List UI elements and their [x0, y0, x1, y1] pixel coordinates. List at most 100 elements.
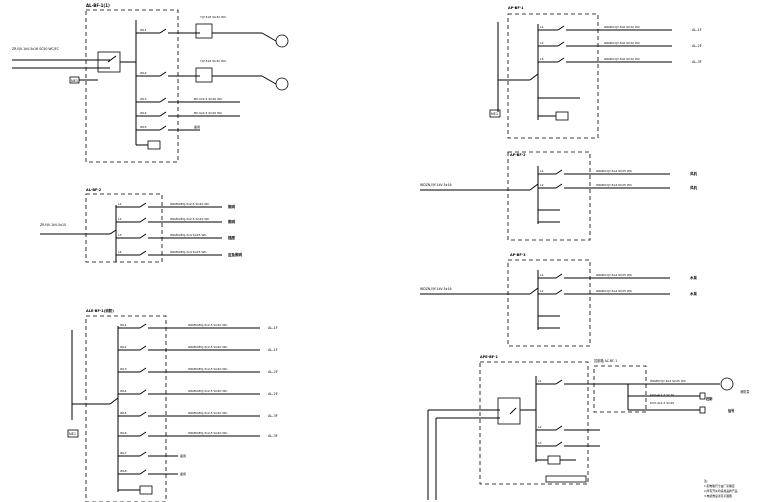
panel-a-circuit-label: 备用: [194, 124, 200, 129]
panel-c-circuit-label: WDZN-BYJ-3x2.5 SC20 WC: [188, 323, 227, 327]
panel-a-circuit-label: BV-3x2.5 SC20 WC: [194, 111, 222, 115]
panel-b-circuit: L3 WDZN-BYJ-3x4 SC25 WC 插座: [116, 233, 235, 240]
panel-a-circuit: WL2 YJV-5x6 SC32 WC: [136, 59, 226, 77]
panel-c-circuit: WL6 WDZN-BYJ-3x2.5 SC20 WC AL-3F: [118, 431, 278, 438]
panel-f-circuit: L1 WDZN-YJY-5x4 SC25 WC 水泵: [538, 273, 698, 280]
panel-d-circuit: L3 WDZN-YJY-5x6 SC32 WC AL-3F: [538, 57, 702, 64]
panel-g-load: 控制: [706, 396, 713, 401]
panel-c-circuit: WL2 WDZN-BYJ-3x2.5 SC20 WC AL-1F: [118, 345, 278, 352]
panel-e-supply: WDZN-YJY-1kV-5x16: [420, 183, 452, 187]
panel-c-circuit-label: WDZN-BYJ-3x2.5 SC20 WC: [188, 345, 227, 349]
motor-symbol: [275, 34, 289, 48]
panel-e: AP-BF-2 WDZN-YJY-1kV-5x16 L1 WDZN-YJY-5x…: [420, 151, 698, 241]
panel-c-circuit-label: WDZN-BYJ-3x2.5 SC20 WC: [188, 367, 227, 371]
panel-b-supply: ZR-YJV-1kV-5x10: [40, 223, 66, 227]
panel-d-load: AL-3F: [692, 60, 702, 64]
panel-b-circuit-no: L4: [118, 250, 122, 254]
panel-g-circuit-label: WDZN-YJY-4x4 SC25 WC: [650, 379, 686, 383]
panel-a-circuit-label: BV-3x2.5 SC20 WC: [194, 97, 222, 101]
panel-c-circuit: WL5 WDZN-BYJ-3x2.5 SC20 WC AL-3F: [118, 411, 278, 418]
panel-a-circuit: WL4 BV-3x2.5 SC20 WC: [136, 111, 240, 117]
panel-b-circuit-no: L3: [118, 233, 122, 237]
note-line: 1.配电箱尺寸由厂家确定: [704, 484, 735, 488]
panel-b-circuit: L1 WDZN-BYJ-3x2.5 SC20 WC 照明: [116, 202, 235, 209]
panel-c-load: AL-2F: [268, 392, 278, 396]
panel-a-circuit: WL1 YJV-5x6 SC32 WC: [136, 15, 226, 34]
panel-d: AP-BF-1 NE1 L1 WDZN-YJY-5x6 SC32 WC AL-1…: [489, 6, 702, 139]
panel-c-circuit-label: WDZN-BYJ-3x2.5 SC20 WC: [188, 431, 227, 435]
panel-c-load: AL-3F: [268, 434, 278, 438]
panel-e-load: 风机: [690, 185, 698, 190]
panel-c-circuit: WL3 WDZN-BYJ-3x2.5 SC20 WC AL-2F: [118, 367, 278, 374]
panel-g-circuit: L3 KVV-4x1.5 SC20 信号: [536, 401, 735, 447]
panel-g-load: 消防泵: [740, 389, 750, 394]
panel-c-circuit-no: WL1: [120, 323, 127, 327]
panel-c-tag: NE1: [69, 432, 76, 436]
panel-f-circuit-label: WDZN-YJY-5x4 SC25 WC: [596, 289, 632, 293]
panel-c-circuit-label: 备用: [180, 471, 186, 476]
panel-e-circuit: L2 WDZN-YJY-5x4 SC25 WC 风机: [538, 183, 698, 190]
panel-b-circuit-label: WDZN-BYJ-3x2.5 SC20 WC: [170, 217, 209, 221]
panel-a-circuit-no: WL2: [140, 71, 147, 75]
panel-c-circuit-no: WL8: [120, 469, 127, 473]
note-line: 2.所有开关均采用品牌产品: [704, 489, 738, 493]
panel-d-circuit-no: L2: [540, 41, 544, 45]
panel-b-title: AL-BF-2: [86, 188, 102, 192]
panel-g-circuit-no: L2: [538, 425, 542, 429]
panel-b-circuit: L4 WDZN-BYJ-3x4 SC25 WC 应急照明: [116, 250, 242, 257]
panel-g-control-title: 控制箱 AC-BF-1: [594, 358, 617, 363]
panel-c-title: ALE-BF-1(消防): [86, 308, 114, 313]
panel-a-enclosure: [85, 9, 179, 163]
panel-c-circuit-no: WL2: [120, 345, 127, 349]
motor-symbol: [720, 377, 734, 391]
panel-d-circuit-label: WDZN-YJY-5x6 SC32 WC: [604, 41, 640, 45]
panel-g-circuit-no: L1: [538, 379, 542, 383]
panel-c-load: AL-3F: [268, 414, 278, 418]
panel-g-circuit: L1 WDZN-YJY-4x4 SC25 WC 消防泵: [536, 379, 750, 394]
panel-f: AP-BF-3 WDZN-YJY-1kV-5x16 L1 WDZN-YJY-5x…: [420, 253, 698, 347]
panel-c-load: AL-1F: [268, 326, 278, 330]
panel-c-circuit-label: 备用: [180, 453, 186, 458]
panel-f-circuit: L2 WDZN-YJY-5x4 SC25 WC 水泵: [538, 289, 698, 296]
panel-c-circuit-label: WDZN-BYJ-3x2.5 SC20 WC: [188, 389, 227, 393]
panel-c-load: AL-1F: [268, 348, 278, 352]
panel-c-circuit-no: WL3: [120, 367, 127, 371]
panel-c-circuit-label: WDZN-BYJ-3x2.5 SC20 WC: [188, 411, 227, 415]
panel-c-circuit-no: WL7: [120, 451, 127, 455]
panel-e-circuit-no: L1: [540, 169, 544, 173]
panel-c-circuit-no: WL6: [120, 431, 127, 435]
panel-b-circuit-label: WDZN-BYJ-3x4 SC25 WC: [170, 233, 207, 237]
panel-f-circuit-no: L1: [540, 273, 544, 277]
panel-b-circuit-no: L1: [118, 202, 122, 206]
panel-b-load: 照明: [228, 219, 235, 224]
panel-a-circuit: WL3 BV-3x2.5 SC20 WC: [136, 97, 240, 103]
motor-symbol: [275, 77, 289, 91]
panel-a-circuit-no: WL3: [140, 97, 147, 101]
panel-a-circuit-no: WL4: [140, 111, 147, 115]
panel-f-title: AP-BF-3: [510, 253, 526, 257]
panel-d-title: AP-BF-1: [508, 6, 524, 10]
panel-g-load: 信号: [728, 408, 735, 413]
panel-a-circuit-label: YJV-5x6 SC32 WC: [200, 59, 226, 63]
panel-e-circuit-label: WDZN-YJY-5x4 SC25 WC: [596, 183, 632, 187]
panel-b-load: 插座: [228, 235, 235, 240]
panel-d-circuit-label: WDZN-YJY-5x6 SC32 WC: [604, 57, 640, 61]
panel-d-enclosure: [507, 13, 599, 139]
panel-g-circuit-no: L3: [538, 441, 542, 445]
note-line: 3.电缆敷设详见平面图: [704, 494, 732, 498]
panel-e-circuit-no: L2: [540, 183, 544, 187]
panel-g-title: APE-BF-1: [480, 355, 499, 359]
panel-d-circuit-no: L3: [540, 57, 544, 61]
panel-b: AL-BF-2 ZR-YJV-1kV-5x10 L1 WDZN-BYJ-3x2.…: [40, 188, 242, 263]
panel-f-supply: WDZN-YJY-1kV-5x16: [420, 287, 452, 291]
panel-d-load: AL-1F: [692, 28, 702, 32]
panel-c-circuit: WL4 WDZN-BYJ-3x2.5 SC20 WC AL-2F: [118, 389, 278, 396]
panel-f-circuit-no: L2: [540, 289, 544, 293]
panel-f-enclosure: [507, 259, 591, 347]
panel-a-circuit-no: WL1: [140, 28, 147, 32]
panel-c-circuit: WL8 备用: [118, 469, 186, 476]
panel-d-load: AL-2F: [692, 44, 702, 48]
panel-a-circuit-label: YJV-5x6 SC32 WC: [200, 15, 226, 19]
panel-b-circuit-no: L2: [118, 217, 122, 221]
